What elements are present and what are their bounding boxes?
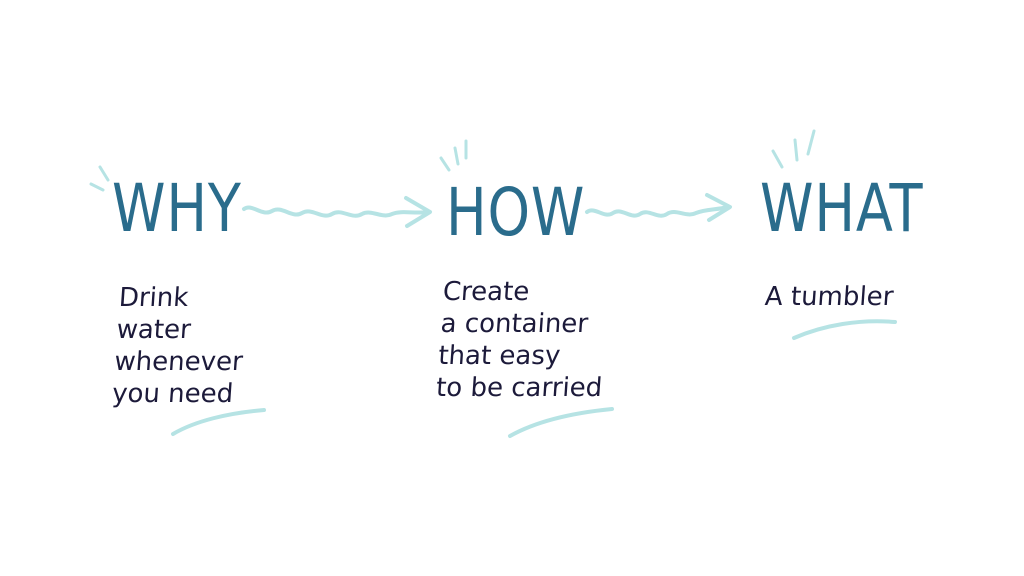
why-line-2: water [115,315,192,345]
why-underline [171,408,266,436]
why-line-1: Drink [117,283,190,313]
why-line-4: you need [111,379,235,409]
how-line-3: that easy [437,341,562,371]
how-line-2: a container [439,309,590,339]
why-heading: WHY [112,170,242,247]
what-sparkle-icon [771,129,816,169]
what-heading: WHAT [760,170,924,247]
how-underline [508,407,614,438]
how-line-1: Create [441,277,531,307]
how-heading: HOW [446,174,586,251]
why-line-3: whenever [113,347,244,377]
how-description: Create a container that easy to be carri… [435,276,610,404]
wavy-arrow-icon [242,196,432,228]
why-sparkle-icon [89,165,110,192]
what-line-1: A tumbler [763,282,895,312]
what-description: A tumbler [764,281,895,313]
why-description: Drink water whenever you need [111,282,248,410]
what-underline [792,319,897,340]
how-line-4: to be carried [435,373,604,403]
wavy-arrow-icon [585,193,732,222]
how-sparkle-icon [439,139,468,172]
